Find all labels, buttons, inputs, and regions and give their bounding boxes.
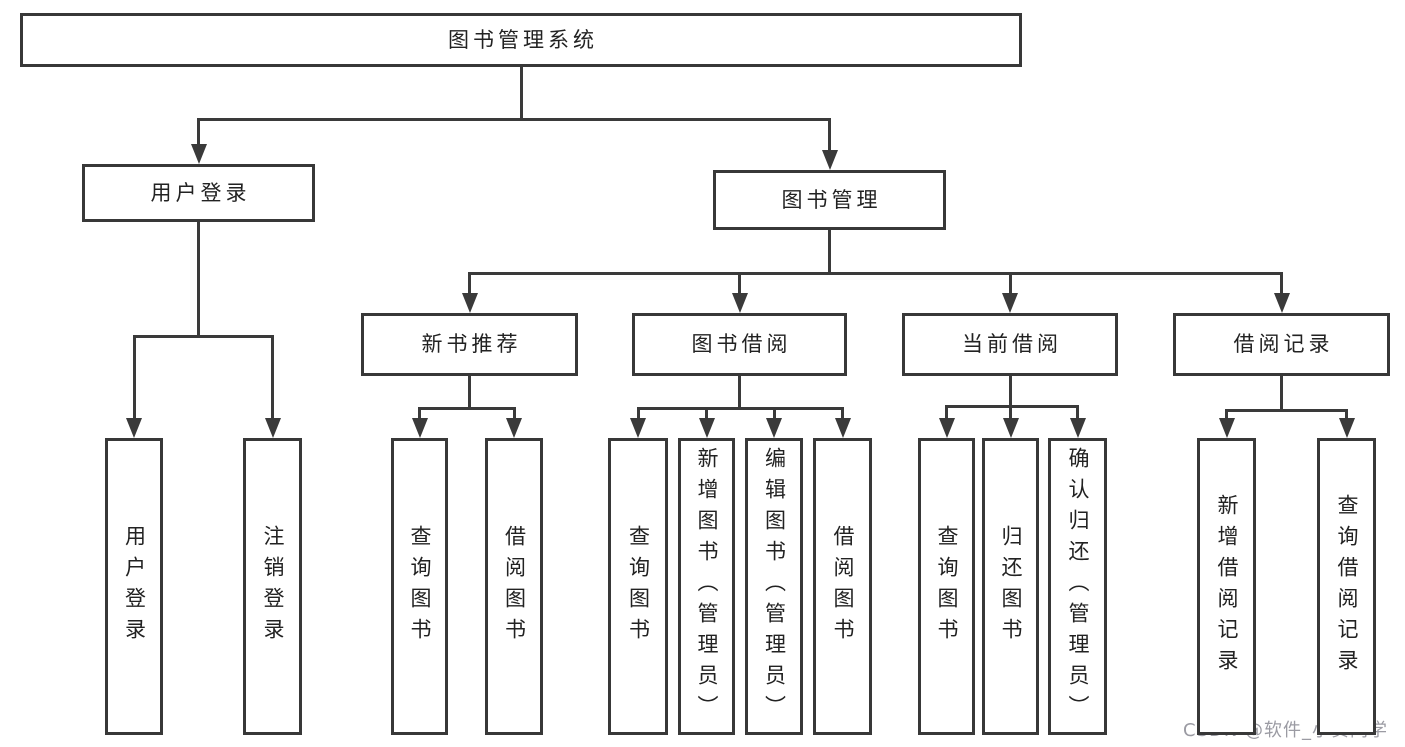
connector-segment	[945, 405, 948, 421]
connector-segment	[738, 376, 741, 410]
node-book-borrowing: 图书借阅	[632, 313, 847, 376]
arrowhead-down-icon	[698, 418, 715, 438]
arrowhead-down-icon	[1218, 418, 1235, 438]
arrowhead-down-icon	[461, 293, 478, 313]
connector-segment	[1345, 409, 1348, 421]
node-confirm-return-admin: 确认归还（管理员）	[1048, 438, 1107, 735]
node-label: 借阅图书	[831, 524, 855, 649]
connector-segment	[1280, 376, 1283, 412]
connector-segment	[197, 222, 200, 338]
arrowhead-down-icon	[834, 418, 851, 438]
node-label: 查询图书	[408, 524, 432, 649]
node-book-management: 图书管理	[713, 170, 946, 230]
connector-segment	[468, 272, 471, 296]
node-query-books-2: 查询图书	[608, 438, 668, 735]
connector-segment	[512, 407, 516, 421]
connector-segment	[1008, 272, 1012, 296]
node-add-books-admin: 新增图书（管理员）	[678, 438, 735, 735]
node-label: 新增借阅记录	[1215, 493, 1239, 680]
connector-segment	[828, 118, 831, 153]
arrowhead-down-icon	[1273, 293, 1290, 313]
node-library-management-system: 图书管理系统	[20, 13, 1022, 67]
arrowhead-down-icon	[1338, 418, 1355, 438]
connector-segment	[418, 407, 421, 421]
connector-segment	[1225, 409, 1228, 421]
node-edit-books-admin: 编辑图书（管理员）	[745, 438, 803, 735]
node-label: 新书推荐	[421, 332, 522, 356]
node-label: 查询借阅记录	[1335, 493, 1359, 680]
node-label: 注销登录	[261, 524, 285, 649]
connector-segment	[772, 407, 776, 421]
node-label: 借阅记录	[1233, 332, 1334, 356]
node-borrow-books-2: 借阅图书	[813, 438, 872, 735]
node-label: 查询图书	[935, 524, 959, 649]
node-label: 当前借阅	[962, 332, 1062, 356]
arrowhead-down-icon	[1002, 293, 1018, 313]
node-label: 查询图书	[626, 524, 651, 649]
node-label: 新增图书（管理员）	[695, 447, 719, 726]
node-label: 归还图书	[999, 524, 1023, 649]
node-logout: 注销登录	[243, 438, 302, 735]
connector-segment	[1225, 409, 1348, 412]
connector-segment	[1076, 405, 1079, 421]
connector-segment	[828, 230, 831, 275]
connector-segment	[271, 335, 274, 421]
connector-segment	[132, 335, 274, 338]
node-current-borrowing: 当前借阅	[902, 313, 1118, 376]
arrowhead-down-icon	[126, 418, 142, 438]
node-borrow-books-1: 借阅图书	[485, 438, 543, 735]
node-borrowing-records: 借阅记录	[1173, 313, 1390, 376]
connector-segment	[197, 118, 200, 147]
connector-segment	[636, 407, 640, 421]
connector-segment	[1009, 405, 1012, 421]
arrowhead-down-icon	[766, 418, 782, 438]
node-user-login-leaf: 用户登录	[105, 438, 163, 735]
node-label: 借阅图书	[502, 524, 527, 649]
connector-segment	[1008, 376, 1012, 408]
connector-segment	[132, 335, 136, 421]
node-return-books: 归还图书	[982, 438, 1039, 735]
arrowhead-down-icon	[731, 293, 748, 313]
arrowhead-down-icon	[190, 144, 207, 164]
node-query-books-1: 查询图书	[391, 438, 448, 735]
arrowhead-down-icon	[938, 418, 955, 438]
arrowhead-down-icon	[821, 150, 838, 170]
node-label: 用户登录	[150, 180, 251, 205]
arrowhead-down-icon	[411, 418, 428, 438]
connector-segment	[197, 118, 831, 121]
connector-segment	[1280, 272, 1283, 296]
node-label: 编辑图书（管理员）	[762, 447, 787, 726]
connector-segment	[841, 407, 844, 421]
node-label: 图书借阅	[691, 332, 792, 356]
connector-segment	[418, 407, 516, 410]
node-user-login: 用户登录	[82, 164, 315, 222]
arrowhead-down-icon	[630, 418, 646, 438]
connector-segment	[519, 67, 523, 121]
node-label: 确认归还（管理员）	[1066, 447, 1090, 726]
connector-segment	[468, 272, 1283, 275]
node-query-books-3: 查询图书	[918, 438, 975, 735]
arrowhead-down-icon	[1069, 418, 1086, 438]
node-query-borrow-record: 查询借阅记录	[1317, 438, 1376, 735]
connector-segment	[636, 407, 844, 410]
arrowhead-down-icon	[264, 418, 281, 438]
connector-segment	[468, 376, 471, 410]
node-label: 图书管理	[781, 187, 882, 212]
connector-segment	[738, 272, 741, 296]
node-label: 图书管理系统	[448, 27, 598, 52]
node-add-borrow-record: 新增借阅记录	[1197, 438, 1256, 735]
arrowhead-down-icon	[1002, 418, 1019, 438]
node-new-book-recommendation: 新书推荐	[361, 313, 578, 376]
node-label: 用户登录	[122, 524, 147, 649]
connector-segment	[945, 405, 1079, 408]
connector-segment	[705, 407, 708, 421]
arrowhead-down-icon	[506, 418, 522, 438]
